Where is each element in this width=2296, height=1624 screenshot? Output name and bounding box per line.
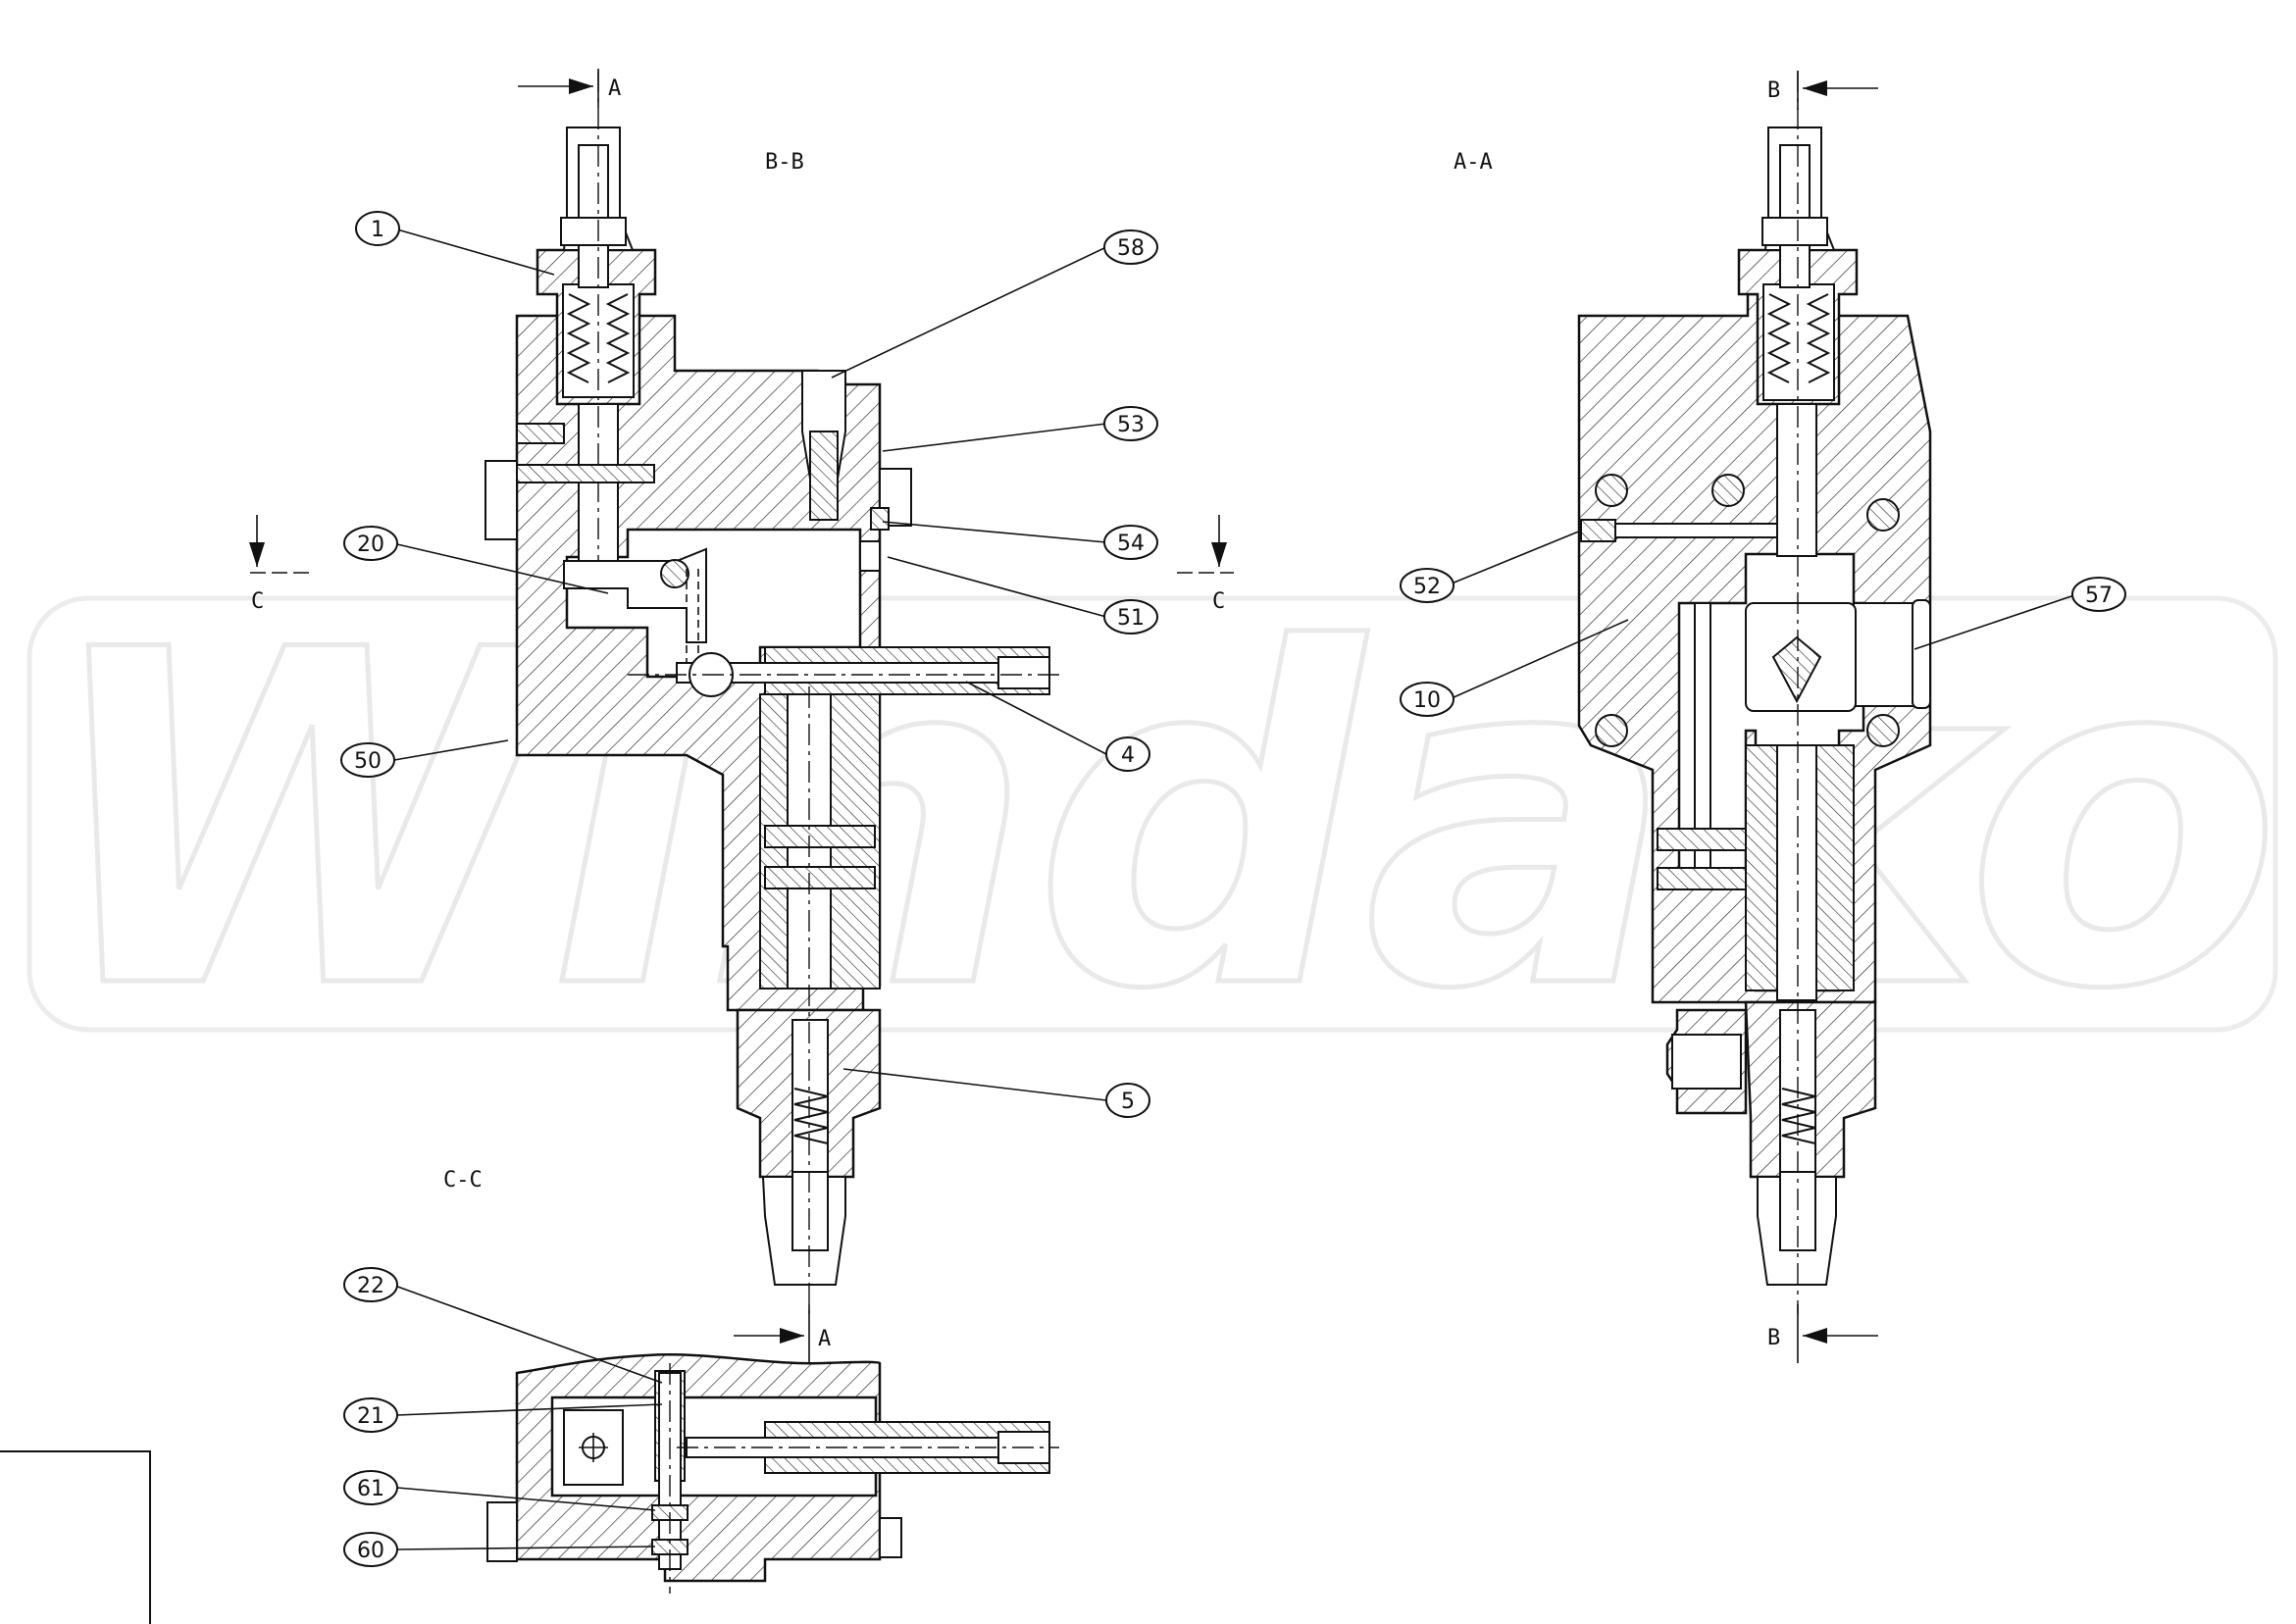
view-title-bb: B-B — [765, 150, 804, 175]
balloon-5: 5 — [842, 1068, 1150, 1118]
aa-spring — [1766, 293, 1831, 383]
balloon-52: 52 — [1400, 530, 1582, 603]
balloon-label-20: 20 — [357, 533, 384, 557]
cc-side-boss — [486, 1501, 518, 1562]
balloon-4: 4 — [965, 681, 1150, 772]
bb-bottom-spring — [793, 1088, 829, 1144]
watermark-text: Windako — [39, 553, 2281, 1090]
section-letter-a-top: A — [608, 76, 621, 101]
bb-bottom-stem — [791, 1171, 829, 1251]
view-cc: C-C — [443, 1168, 1059, 1594]
balloon-label-57: 57 — [2085, 584, 2113, 608]
bb-land-2 — [764, 866, 876, 889]
aa-screw-lower — [1657, 867, 1747, 890]
aa-hole-1 — [1595, 474, 1628, 507]
aa-screw-upper — [1657, 828, 1747, 851]
section-letter-b-bottom: B — [1767, 1326, 1780, 1350]
bb-plug-upper — [516, 423, 565, 444]
balloon-20: 20 — [343, 526, 609, 594]
balloon-label-10: 10 — [1413, 688, 1441, 713]
balloon-51: 51 — [887, 556, 1158, 634]
section-letter-c-right: C — [1212, 589, 1225, 614]
balloon-50: 50 — [340, 739, 509, 778]
balloon-10: 10 — [1400, 619, 1629, 717]
balloon-61: 61 — [343, 1470, 656, 1511]
balloon-label-60: 60 — [357, 1539, 384, 1563]
balloon-label-21: 21 — [357, 1404, 384, 1429]
bb-lever-pin — [660, 559, 689, 588]
view-aa: A-A — [1454, 71, 1932, 1314]
balloon-label-4: 4 — [1121, 743, 1135, 768]
aa-spring-cavity — [1762, 283, 1835, 401]
aa-lower-spool — [1776, 744, 1817, 1001]
section-marker-a-bottom: A — [734, 1304, 831, 1363]
bb-side-boss — [485, 460, 518, 540]
balloon-57: 57 — [1913, 577, 2126, 650]
aa-bolt-52-head — [1580, 519, 1616, 542]
aa-plug-57-head — [1912, 599, 1931, 709]
aa-side-port — [1671, 1034, 1742, 1090]
balloon-label-50: 50 — [354, 749, 382, 774]
balloon-60: 60 — [343, 1532, 656, 1567]
balloon-21: 21 — [343, 1397, 663, 1433]
bb-dowel — [516, 464, 655, 483]
title-block-frame — [0, 1450, 151, 1624]
balloon-label-52: 52 — [1413, 575, 1441, 599]
bb-spring — [566, 293, 631, 383]
balloon-label-51: 51 — [1117, 606, 1145, 631]
balloon-58: 58 — [831, 229, 1158, 379]
aa-hole-4 — [1595, 714, 1628, 747]
balloon-label-53: 53 — [1117, 413, 1145, 437]
bb-land-1 — [764, 825, 876, 848]
aa-bottom-spring — [1781, 1088, 1816, 1144]
balloon-54: 54 — [882, 521, 1158, 560]
section-marker-c-right: C — [1177, 515, 1234, 614]
balloon-53: 53 — [882, 406, 1158, 452]
aa-plug-57 — [1853, 602, 1921, 707]
aa-hole-5 — [1866, 714, 1900, 747]
balloon-label-58: 58 — [1117, 236, 1145, 261]
bb-seal-54 — [870, 507, 890, 531]
view-bb: B-B — [485, 71, 1059, 1314]
aa-hole-2 — [1711, 474, 1745, 507]
section-letter-b-top: B — [1767, 78, 1780, 103]
balloon-label-22: 22 — [357, 1274, 384, 1298]
aa-adjust-stem — [1779, 144, 1811, 288]
balloon-label-5: 5 — [1121, 1090, 1135, 1114]
bb-plug-51 — [859, 540, 881, 572]
bb-bore-58 — [809, 431, 839, 521]
aa-ball-seat — [1771, 635, 1822, 704]
aa-locknut — [1761, 217, 1828, 246]
section-marker-a-top: A — [518, 69, 621, 108]
section-letter-a-bottom: A — [818, 1327, 831, 1351]
view-title-cc: C-C — [443, 1168, 483, 1193]
view-title-aa: A-A — [1454, 150, 1493, 175]
balloon-1: 1 — [355, 211, 555, 276]
bb-adjust-stem — [578, 144, 609, 288]
aa-upper-spool — [1776, 403, 1817, 557]
section-marker-c-left: C — [249, 515, 309, 614]
bb-actuator-nut — [997, 656, 1050, 689]
bb-locknut — [560, 217, 627, 246]
section-letter-c-left: C — [251, 589, 264, 614]
cc-right-boss — [879, 1517, 902, 1558]
balloon-label-61: 61 — [357, 1477, 384, 1501]
watermark: Windako — [26, 551, 2284, 1092]
balloon-22: 22 — [343, 1267, 663, 1384]
section-marker-b-top: B — [1767, 71, 1878, 110]
balloon-label-1: 1 — [371, 218, 384, 242]
balloon-label-54: 54 — [1117, 532, 1145, 556]
aa-hole-3 — [1866, 498, 1900, 532]
section-marker-b-bottom: B — [1767, 1304, 1878, 1363]
